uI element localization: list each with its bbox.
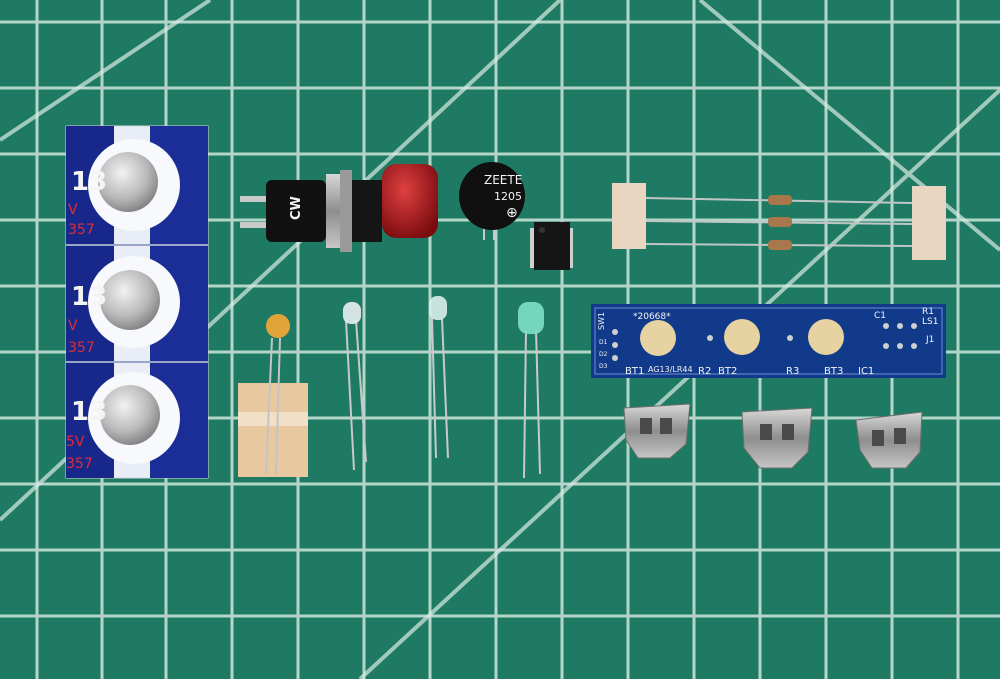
buzzer-model: 1205: [494, 190, 522, 203]
pcb-serial: *20668*: [633, 312, 671, 322]
plus-icon: ⊕: [506, 205, 518, 221]
pcb-ref-d2: D2: [599, 351, 608, 358]
battery-code: 13: [71, 282, 107, 312]
switch-marking: CW: [289, 196, 304, 220]
pcb-ref-sw1: SW1: [597, 312, 606, 330]
pcb-ref-d1: D1: [599, 339, 608, 346]
pcb-ref-bt3: BT3: [824, 366, 843, 377]
resistor: [768, 217, 792, 227]
resistor: [768, 240, 792, 250]
pcb-ref-ic1: IC1: [858, 366, 874, 377]
coin-cell-holder-3: [855, 411, 923, 469]
battery-code: 13: [71, 167, 107, 197]
pcb-ref-r3: R3: [786, 366, 799, 377]
coin-cell-icon: [98, 152, 158, 212]
battery-pad: [808, 319, 844, 355]
coin-cell-holder-1: [623, 403, 691, 459]
led-1: [343, 302, 367, 471]
pcb-ref-j1: J1: [925, 335, 934, 345]
battery-model: 357: [66, 456, 93, 472]
pcb-ref-bt2: BT2: [718, 366, 737, 377]
battery-model: 357: [68, 340, 95, 356]
coin-cell-icon: [100, 270, 160, 330]
pcb-ref-r1: R1: [922, 307, 934, 317]
battery-blister-strip: 13 V 357 13 V 357 13 5V 357: [65, 125, 209, 479]
coin-cell-holder-2: [741, 407, 813, 469]
ceramic-capacitor: [238, 314, 308, 477]
piezo-buzzer: ZEETE 1205 ⊕: [459, 162, 525, 240]
battery-code: 13: [71, 397, 107, 427]
led-3: [518, 302, 544, 479]
pcb-footprint-text: AG13/LR44: [648, 365, 693, 374]
pcb-ref-c1: C1: [874, 311, 886, 321]
red-button-cap: [382, 164, 438, 238]
resistor-tape: [612, 183, 946, 260]
battery-cell-2: 13 V 357: [68, 256, 180, 356]
battery-pad: [640, 320, 676, 356]
led-2: [429, 296, 449, 459]
battery-model: 357: [68, 222, 95, 238]
battery-voltage: V: [68, 318, 78, 334]
battery-voltage: V: [68, 202, 78, 218]
ic-chip: [530, 222, 573, 270]
coin-cell-icon: [100, 385, 160, 445]
battery-voltage: 5V: [66, 434, 85, 450]
battery-cell-1: 13 V 357: [68, 139, 180, 238]
buzzer-brand: ZEETE: [484, 173, 522, 187]
battery-cell-3: 13 5V 357: [66, 372, 180, 472]
push-button-switch: CW: [240, 164, 438, 252]
pcb-board: *20668* AG13/LR44 SW1 BT1 R2 BT2 R3 BT3 …: [591, 304, 946, 378]
pcb-ref-r2: R2: [698, 366, 711, 377]
resistor: [768, 195, 792, 205]
pcb-ref-bt1: BT1: [625, 366, 644, 377]
pcb-ref-d3: D3: [599, 363, 608, 370]
battery-pad: [724, 319, 760, 355]
pcb-ref-ls1: LS1: [922, 317, 938, 327]
